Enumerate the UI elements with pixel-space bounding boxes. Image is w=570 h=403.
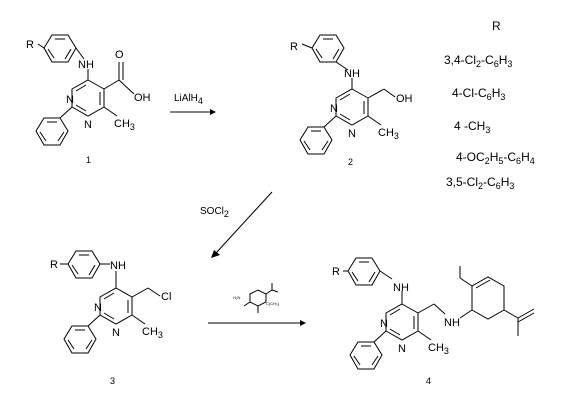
c4-phenyl-ring [349,341,383,370]
c1-number: 1 [86,155,91,165]
c2-nh-label: NH [344,68,360,80]
c1-n-label-upper: N [66,94,74,106]
step3-label-right: C(CH₃) [266,301,280,306]
r-table-row: 4-OC2H5-C6H4 [456,150,535,166]
c4-pyrimidine-ring [385,303,419,341]
c4-r-label: R [332,266,340,278]
step1-arrow: LiAlH4 [170,93,216,115]
c3-n-label-lower: N [112,327,120,339]
step2-reagent: SOCl2 [200,206,229,219]
step1-reagent: LiAlH4 [174,93,203,106]
step2-arrow: SOCl2 [200,191,273,258]
c2-phenyl-ring [299,126,333,155]
c4-methyl-label: CH3 [428,342,449,356]
c1-oh-label: OH [134,92,151,104]
c2-n-label-lower: N [348,128,356,140]
c3-cl-label: Cl [161,291,171,303]
c2-n-label-upper: N [330,103,338,115]
c1-methyl-label: CH3 [114,118,135,132]
c1-r-label: R [26,39,34,51]
c3-pyrimidine-ring [99,287,133,325]
compound-2: R NH OH N N CH3 2 [290,34,413,167]
c3-n-label-upper: N [94,302,102,314]
c1-oxygen-label: O [115,49,124,61]
c3-r-label: R [50,259,58,271]
r-table-row: 3,5-Cl2-C6H3 [446,175,514,191]
c1-phenyl-ring [35,117,69,146]
c2-oh-label: OH [396,93,413,105]
step3-arrow: H₂N C(CH₃) [208,283,306,326]
c1-n-label-lower: N [84,119,92,131]
compound-4: R NH NH N N CH3 4 [332,257,535,386]
c4-number: 4 [426,376,431,386]
c4-nh2-label: NH [444,317,460,329]
c4-n-label-upper: N [380,318,388,330]
c3-phenyl-ring [63,325,97,354]
r-table-row: 4 -CH3 [454,119,490,135]
c1-nh-label: NH [78,59,94,71]
r-table-row: 4-Cl-C6H3 [452,86,505,102]
r-table-row: 3,4-Cl2-C6H3 [444,53,512,69]
c2-number: 2 [348,157,353,167]
c4-n-label-lower: N [398,343,406,355]
r-substituent-table: R 3,4-Cl2-C6H3 4-Cl-C6H3 4 -CH3 4-OC2H5-… [444,19,535,191]
compound-1: R NH O OH N N CH3 1 [26,34,151,165]
r-table-header: R [492,19,501,33]
c4-cyclohexene-ring [471,276,505,320]
step3-amine-sketch: H₂N C(CH₃) [233,283,280,313]
step3-label-left: H₂N [233,295,240,300]
c2-r-label: R [290,41,298,53]
c2-pyrimidine-ring [335,88,369,126]
c3-number: 3 [110,376,115,386]
compound-3: R NH Cl N N CH3 3 [50,250,171,386]
c3-methyl-label: CH3 [142,326,163,340]
c4-nh-label: NH [393,282,409,294]
c3-nh-label: NH [110,260,126,272]
c2-methyl-label: CH3 [378,127,399,141]
c1-pyrimidine-ring [71,79,105,117]
